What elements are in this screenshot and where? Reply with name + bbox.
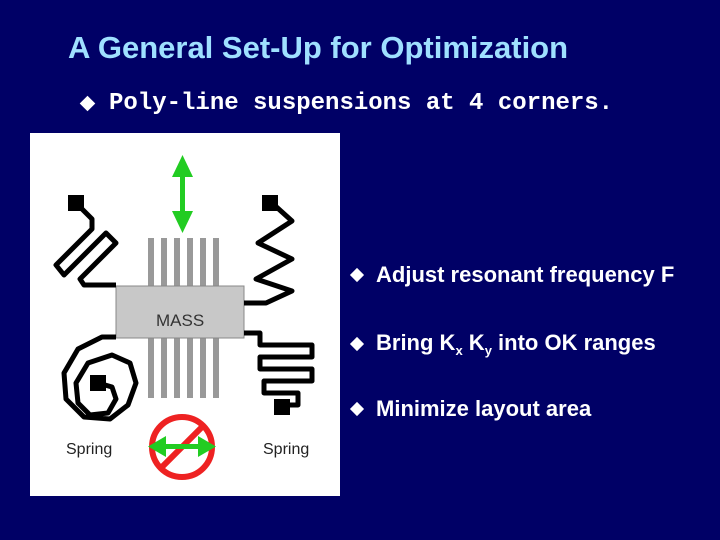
bullet-diamond-icon [349, 336, 365, 352]
mass-label: MASS [156, 311, 205, 330]
bullet-diamond-icon [349, 267, 365, 283]
anchor-bottom-right [274, 399, 290, 415]
anchors [68, 195, 290, 415]
vertical-motion-arrow-icon [172, 155, 193, 233]
anchor-top-left [68, 195, 84, 211]
subscript-x: x [455, 343, 463, 358]
spring-bottom-left [61, 334, 139, 422]
bullet-text: Minimize layout area [376, 396, 592, 421]
spring-bottom-right [244, 330, 315, 408]
bullet-adjust-frequency: Adjust resonant frequency F [349, 262, 675, 288]
bullet-bring-k: Bring Kx Ky into OK ranges [349, 330, 656, 358]
slide-title: A General Set-Up for Optimization [68, 30, 569, 65]
suspension-diagram [53, 155, 315, 480]
springs [53, 201, 315, 422]
suspension-figure: MASS Spring Spring [30, 133, 340, 496]
spring-top-right [244, 201, 295, 306]
bullet-text: Adjust resonant frequency F [376, 262, 675, 287]
anchor-bottom-left [90, 375, 106, 391]
comb-fingers-bottom [148, 338, 219, 398]
anchor-top-right [262, 195, 278, 211]
bullet-diamond-icon [349, 401, 365, 417]
spring-left-label: Spring [66, 441, 113, 458]
bullet-text-mid: K [462, 330, 485, 355]
comb-fingers-top [148, 238, 219, 288]
main-bullet: Poly-line suspensions at 4 corners. [79, 90, 614, 117]
bullet-text: Bring Kx Ky into OK ranges [376, 330, 656, 358]
bullet-text-post: into OK ranges [491, 330, 656, 355]
subscript-y: y [484, 343, 492, 358]
prohibited-horizontal-motion-icon [148, 414, 216, 480]
bullet-diamond-icon [79, 95, 96, 112]
bullet-text-pre: Bring K [376, 330, 456, 355]
main-bullet-text: Poly-line suspensions at 4 corners. [109, 90, 614, 117]
spring-right-label: Spring [263, 441, 310, 458]
bullet-minimize-area: Minimize layout area [349, 396, 592, 422]
spring-top-left [53, 201, 119, 288]
mass-block [115, 285, 245, 339]
